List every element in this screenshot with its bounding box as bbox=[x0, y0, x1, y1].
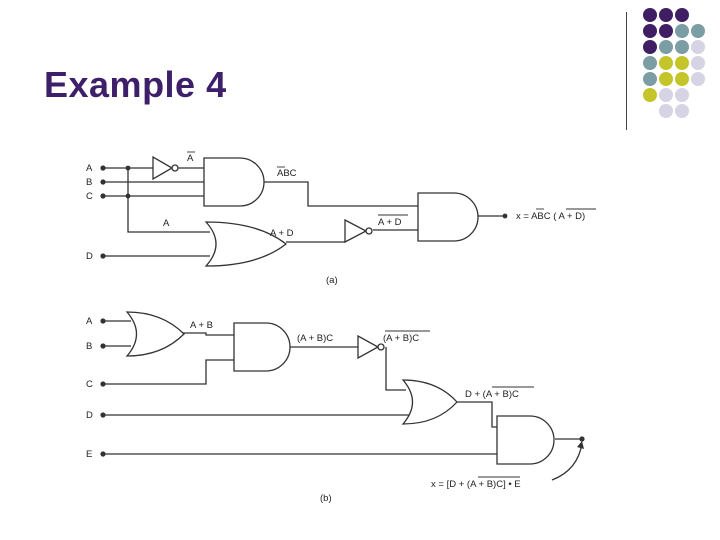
dot bbox=[659, 8, 673, 22]
label-abc: ABC bbox=[277, 168, 297, 179]
and-gate-2 bbox=[417, 192, 479, 242]
inverter-bubble bbox=[377, 343, 385, 351]
dot bbox=[643, 72, 657, 86]
dot bbox=[675, 40, 689, 54]
input-a-label: A bbox=[86, 163, 93, 174]
label-not-a-plus-d: A + D bbox=[378, 217, 402, 228]
and-gate-1 bbox=[203, 157, 265, 207]
dot bbox=[675, 88, 689, 102]
dot bbox=[691, 40, 705, 54]
output-terminal bbox=[502, 213, 508, 219]
or-gate-1 bbox=[125, 311, 185, 357]
wire-a-branch bbox=[127, 168, 210, 233]
dot bbox=[659, 104, 673, 118]
input-e-label: E bbox=[86, 449, 92, 460]
label-not-a: A bbox=[187, 153, 194, 164]
dot bbox=[691, 72, 705, 86]
wire-not-ab-c bbox=[385, 347, 406, 391]
dot bbox=[675, 56, 689, 70]
dot bbox=[691, 56, 705, 70]
circuit-a: A B C D A bbox=[86, 151, 596, 286]
arrow-head bbox=[577, 441, 584, 449]
input-b-label: B bbox=[86, 341, 92, 352]
dot bbox=[675, 24, 689, 38]
label-ab-c: (A + B)C bbox=[297, 333, 333, 344]
dot bbox=[643, 8, 657, 22]
or-gate-1 bbox=[204, 221, 288, 267]
and-gate-1 bbox=[233, 322, 291, 372]
dot bbox=[659, 24, 673, 38]
output-terminal bbox=[579, 436, 585, 442]
label-a-branch: A bbox=[163, 218, 170, 229]
inverter-bubble bbox=[171, 164, 179, 172]
dot bbox=[691, 24, 705, 38]
input-c-label: C bbox=[86, 191, 93, 202]
circuit-b: A B C D E A + B (A + B)C bbox=[86, 311, 585, 504]
input-c-label: C bbox=[86, 379, 93, 390]
or-gate-2 bbox=[401, 379, 458, 425]
dot bbox=[675, 72, 689, 86]
wire-d-plus bbox=[455, 401, 497, 428]
input-d-label: D bbox=[86, 251, 93, 262]
dot bbox=[659, 40, 673, 54]
output-expression-b: x = [D + (A + B)C] • E bbox=[431, 479, 521, 490]
input-d-label: D bbox=[86, 410, 93, 421]
dot bbox=[643, 24, 657, 38]
slide-title: Example 4 bbox=[44, 64, 227, 105]
dot bbox=[659, 56, 673, 70]
dot bbox=[659, 88, 673, 102]
wire-abc bbox=[264, 181, 418, 207]
caption-a: (a) bbox=[326, 275, 338, 286]
label-not-ab-c: (A + B)C bbox=[383, 333, 419, 344]
dot bbox=[643, 40, 657, 54]
caption-b: (b) bbox=[320, 493, 332, 504]
dot bbox=[675, 8, 689, 22]
dot bbox=[643, 56, 657, 70]
dot bbox=[643, 88, 657, 102]
wire-a-plus-b bbox=[182, 332, 234, 336]
not-gate bbox=[357, 334, 380, 360]
dot bbox=[659, 72, 673, 86]
dot bbox=[675, 104, 689, 118]
and-gate-2 bbox=[496, 415, 555, 465]
not-gate-a bbox=[152, 155, 174, 181]
inverter-bubble bbox=[365, 227, 373, 235]
wire-c bbox=[103, 359, 234, 385]
input-b-label: B bbox=[86, 177, 92, 188]
label-d-plus: D + (A + B)C bbox=[465, 389, 519, 400]
output-arrow bbox=[551, 442, 583, 481]
label-a-plus-b: A + B bbox=[190, 320, 213, 331]
output-expression-a: x = ABC ( A + D) bbox=[516, 211, 585, 222]
label-a-plus-d: A + D bbox=[270, 228, 294, 239]
not-gate-a-plus-d bbox=[344, 218, 368, 244]
input-a-label: A bbox=[86, 316, 93, 327]
title-divider bbox=[626, 12, 627, 130]
